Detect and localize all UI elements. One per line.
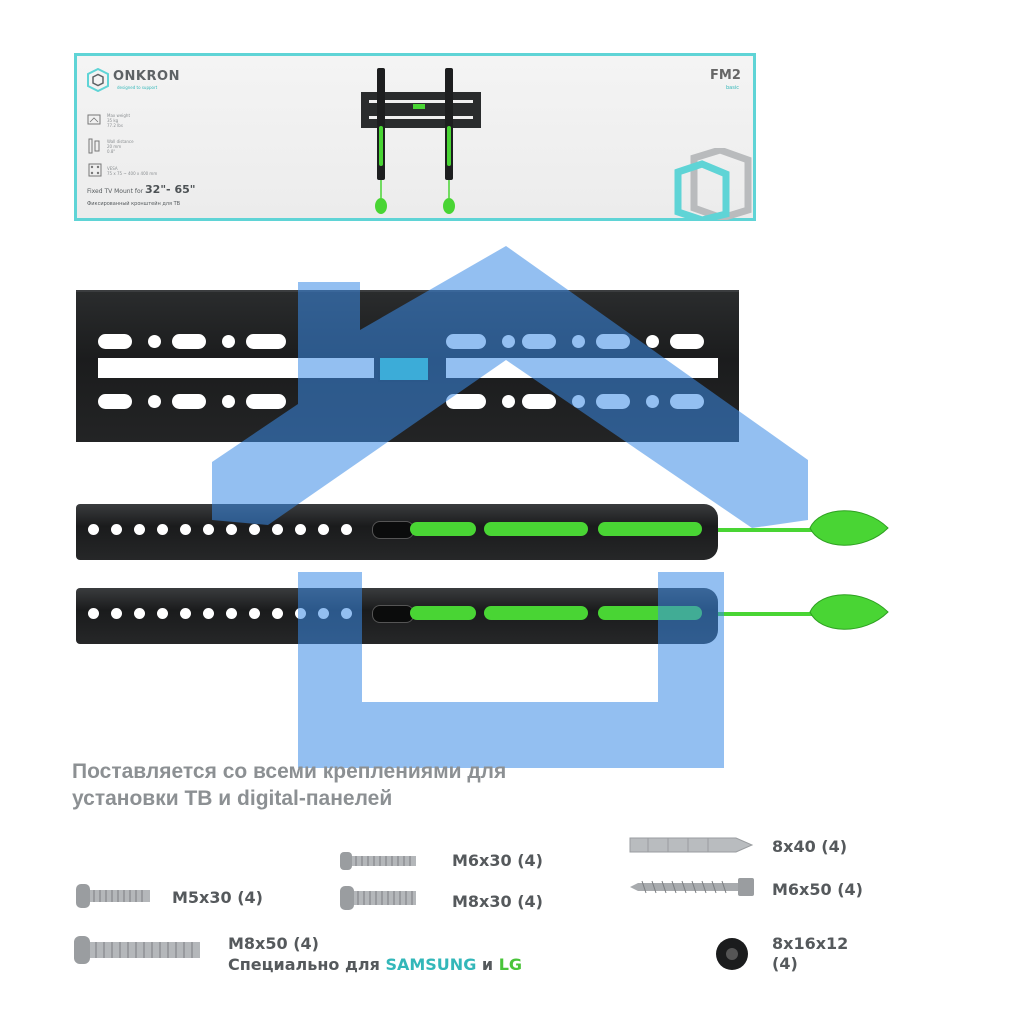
brand-tagline: designed to support bbox=[117, 85, 158, 90]
brand-lg: LG bbox=[498, 955, 523, 974]
brand-samsung: SAMSUNG bbox=[385, 955, 477, 974]
label-lag-screw: M6x50 (4) bbox=[772, 880, 863, 899]
tv-arm-upper bbox=[76, 504, 718, 560]
label-spacer: 8x16x12 (4) bbox=[772, 934, 849, 973]
label-m8x30: M8x30 (4) bbox=[452, 892, 543, 911]
wall-plate bbox=[76, 290, 739, 442]
model-name: FM2 bbox=[710, 68, 741, 83]
tv-weight-icon bbox=[87, 114, 101, 125]
mount-title-ru: Фиксированный кронштейн для ТВ bbox=[87, 201, 181, 207]
pull-tab-lower-icon bbox=[809, 594, 889, 630]
label-m5x30: M5x30 (4) bbox=[172, 888, 263, 907]
screw-m8x50-icon bbox=[74, 936, 200, 964]
box-graphic-cube-icon bbox=[674, 148, 752, 220]
label-m8x50: M8x50 (4) bbox=[228, 934, 319, 953]
label-m6x30: M6x30 (4) bbox=[452, 851, 543, 870]
onkron-logo-icon bbox=[87, 68, 109, 92]
label-anchor: 8x40 (4) bbox=[772, 837, 848, 856]
brand-name: ONKRON bbox=[113, 69, 180, 84]
label-special-brands: Специально для SAMSUNG и LG bbox=[228, 955, 523, 974]
wall-distance-icon bbox=[88, 138, 100, 154]
model-series: basic bbox=[726, 85, 739, 91]
pull-tab-upper-icon bbox=[809, 510, 889, 546]
accessories-heading: Поставляется со всеми креплениями для ус… bbox=[72, 760, 507, 810]
screw-m5x30-icon bbox=[76, 884, 150, 908]
mount-title: Fixed TV Mount for 32"- 65" bbox=[87, 183, 196, 196]
safety-cord-lower bbox=[718, 612, 814, 616]
screw-m8x30-icon bbox=[340, 886, 416, 910]
bubble-level bbox=[378, 356, 430, 382]
wall-anchor-icon bbox=[629, 837, 754, 853]
mount-preview-image bbox=[361, 68, 481, 214]
vesa-icon bbox=[88, 163, 102, 177]
screw-m6x30-icon bbox=[340, 852, 416, 870]
safety-cord-upper bbox=[718, 528, 814, 532]
tv-arm-lower bbox=[76, 588, 718, 644]
spacer-washer-icon bbox=[716, 938, 748, 970]
lag-screw-icon bbox=[630, 878, 754, 896]
